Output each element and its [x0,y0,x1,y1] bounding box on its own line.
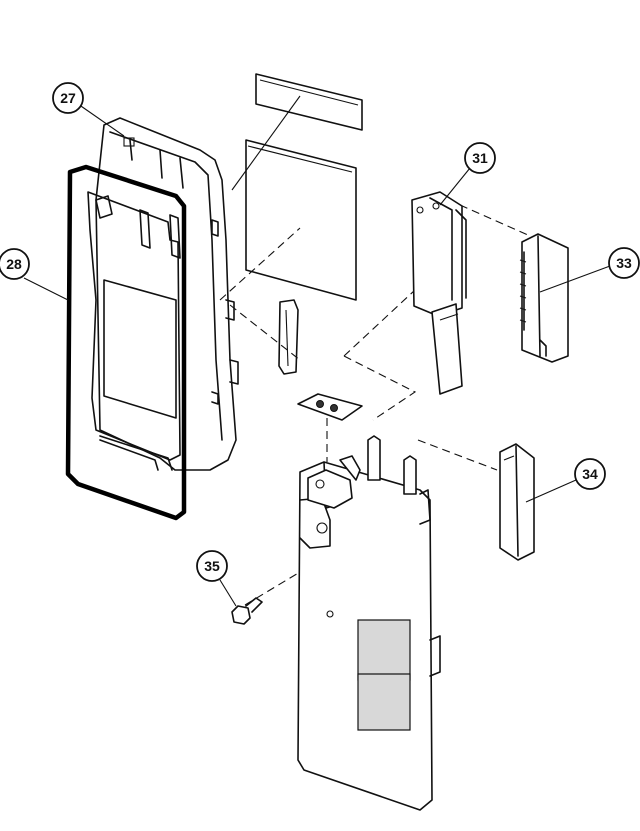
screw-part [231,597,263,625]
callout-34-label: 34 [582,466,598,482]
control-plate-part [297,435,441,811]
window-glass-part [245,139,357,301]
callout-27: 27 [52,82,125,137]
callout-35: 35 [196,550,237,607]
callout-31: 31 [439,142,496,206]
callout-28: 28 [0,248,69,301]
callout-33: 33 [539,247,640,293]
callout-35-label: 35 [204,558,220,574]
callout-27-label: 27 [60,90,76,106]
door-gasket-part [65,164,187,521]
door-frame-part [95,117,239,471]
window-panel-part [255,73,363,131]
switch-bracket-part [411,191,467,395]
actuator-plate-part [297,393,363,421]
callout-28-label: 28 [6,256,22,272]
callout-33-label: 33 [616,255,632,271]
callout-31-label: 31 [472,150,488,166]
latch-lever-part [278,299,299,375]
switch-part [519,233,569,363]
switch-cover-part [499,443,535,561]
callout-34: 34 [525,458,606,503]
